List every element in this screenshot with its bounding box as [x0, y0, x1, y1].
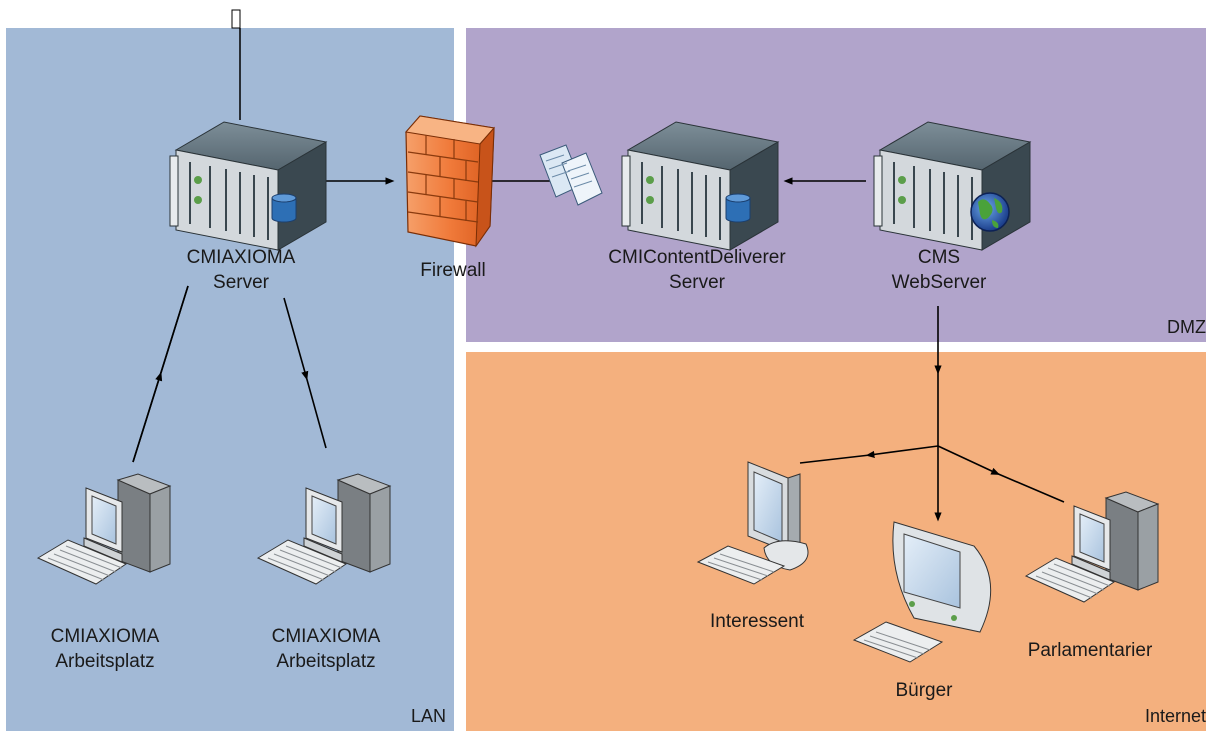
parlamentarier-node: Parlamentarier [1025, 491, 1159, 661]
content-deliverer-label-line2: Server [669, 272, 726, 293]
server-globe-icon [873, 121, 1031, 251]
workstation-1-label-line1: CMIAXIOMA [51, 626, 160, 647]
dmz-zone-label: DMZ [1167, 317, 1206, 337]
lan-zone-label: LAN [411, 706, 446, 726]
workstation-2-node: CMIAXIOMA Arbeitsplatz [257, 473, 391, 672]
firewall-brick-wall-icon [405, 115, 495, 248]
connections [132, 177, 1065, 522]
buerger-node: Bürger [853, 521, 992, 701]
workstation-1-node: CMIAXIOMA Arbeitsplatz [37, 473, 171, 672]
axioma-server-label-line1: CMIAXIOMA [187, 247, 296, 268]
internet-zone-label: Internet [1145, 706, 1206, 726]
globe-icon [970, 192, 1010, 232]
workstation1-to-server-arrowhead [132, 285, 189, 463]
content-deliverer-label-line1: CMIContentDeliverer [608, 247, 786, 268]
database-icon [271, 193, 297, 223]
content-deliverer-node: CMIContentDeliverer Server [608, 121, 786, 293]
axioma-server-label-line2: Server [213, 272, 270, 293]
buerger-label: Bürger [895, 680, 953, 701]
workstation-2-label-line2: Arbeitsplatz [276, 651, 375, 672]
hub-to-interessent-arrow [799, 445, 939, 464]
workstation-1-label-line2: Arbeitsplatz [55, 651, 154, 672]
server-to-workstation2-arrow [283, 297, 327, 449]
hub-to-parlamentarier-arrow [937, 445, 1065, 503]
server-database-icon [169, 121, 327, 251]
uplink-connector [231, 9, 241, 120]
cms-webserver-node: CMS WebServer [873, 121, 1031, 293]
firewall-label: Firewall [420, 260, 485, 281]
server-database-icon [621, 121, 779, 251]
cms-webserver-label-line1: CMS [918, 247, 960, 268]
workstation-2-label-line1: CMIAXIOMA [272, 626, 381, 647]
cms-webserver-label-line2: WebServer [892, 272, 987, 293]
interessent-label: Interessent [710, 611, 805, 632]
firewall-node: Firewall [405, 115, 495, 281]
axioma-server-node: CMIAXIOMA Server [169, 121, 327, 293]
parlamentarier-label: Parlamentarier [1028, 640, 1153, 661]
interessent-node: Interessent [697, 461, 809, 632]
database-icon [725, 193, 751, 223]
